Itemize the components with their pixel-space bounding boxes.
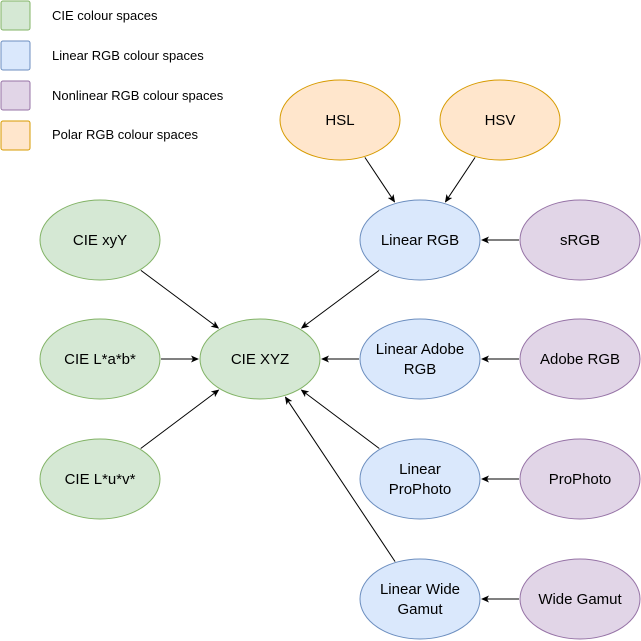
node-label-line: Linear Adobe	[376, 341, 464, 358]
edges	[140, 157, 519, 603]
legend: CIE colour spaces Linear RGB colour spac…	[0, 0, 224, 151]
legend-item-nonlinear: Nonlinear RGB colour spaces	[0, 80, 224, 111]
edge-hsv-to-linear-rgb	[444, 157, 476, 203]
node-label-line: Wide Gamut	[538, 591, 622, 608]
node-label-line: HSL	[325, 112, 354, 129]
node-cie-xyy-shape	[39, 199, 161, 281]
edge-linear-rgb-to-cie-xyz	[300, 269, 380, 329]
legend-swatch-polar	[0, 120, 31, 151]
legend-swatch-cie	[0, 0, 31, 31]
node-linear-rgb-shape	[359, 199, 481, 281]
node-adobe-rgb-label: Adobe RGB	[540, 351, 620, 368]
node-adobe-rgb: Adobe RGB	[519, 318, 641, 400]
node-linear-wide-gamut-shape	[359, 558, 481, 640]
edge-linear-prophoto-to-cie-xyz	[300, 389, 380, 449]
node-cie-xyz-shape	[199, 318, 321, 400]
node-wide-gamut: Wide Gamut	[519, 558, 641, 640]
node-label-line: Gamut	[397, 601, 443, 618]
legend-item-linear: Linear RGB colour spaces	[0, 40, 204, 71]
node-label-line: CIE xyY	[73, 232, 127, 249]
node-wide-gamut-label: Wide Gamut	[538, 591, 622, 608]
node-label-line: ProPhoto	[549, 471, 612, 488]
node-srgb: sRGB	[519, 199, 641, 281]
legend-swatch-nonlinear	[0, 80, 31, 111]
node-cie-lab-shape	[39, 318, 161, 400]
node-linear-prophoto-shape	[359, 438, 481, 520]
edge-cie-luv-to-cie-xyz	[140, 389, 220, 449]
node-hsv: HSV	[439, 79, 561, 161]
legend-item-cie: CIE colour spaces	[0, 0, 158, 31]
node-label-line: HSV	[485, 112, 516, 129]
legend-label-cie: CIE colour spaces	[52, 8, 158, 23]
node-label-line: Adobe RGB	[540, 351, 620, 368]
node-hsv-shape	[439, 79, 561, 161]
node-srgb-label: sRGB	[560, 232, 600, 249]
node-cie-xyz: CIE XYZ	[199, 318, 321, 400]
node-cie-xyy: CIE xyY	[39, 199, 161, 281]
node-hsl-shape	[279, 79, 401, 161]
node-label-line: Linear Wide	[380, 581, 460, 598]
legend-label-nonlinear: Nonlinear RGB colour spaces	[52, 88, 224, 103]
node-hsl: HSL	[279, 79, 401, 161]
node-prophoto-label: ProPhoto	[549, 471, 612, 488]
legend-label-polar: Polar RGB colour spaces	[52, 127, 198, 142]
node-label-line: ProPhoto	[389, 481, 452, 498]
node-linear-adobe-rgb-shape	[359, 318, 481, 400]
node-cie-lab: CIE L*a*b*	[39, 318, 161, 400]
node-prophoto-shape	[519, 438, 641, 520]
node-cie-xyz-label: CIE XYZ	[231, 351, 289, 368]
node-label-line: Linear RGB	[381, 232, 459, 249]
node-cie-luv: CIE L*u*v*	[39, 438, 161, 520]
node-label-line: sRGB	[560, 232, 600, 249]
node-hsl-label: HSL	[325, 112, 354, 129]
node-linear-rgb-label: Linear RGB	[381, 232, 459, 249]
node-linear-rgb: Linear RGB	[359, 199, 481, 281]
legend-item-polar: Polar RGB colour spaces	[0, 120, 198, 151]
node-cie-lab-label: CIE L*a*b*	[64, 351, 136, 368]
node-adobe-rgb-shape	[519, 318, 641, 400]
edge-cie-xyy-to-cie-xyz	[140, 269, 220, 329]
node-cie-xyy-label: CIE xyY	[73, 232, 127, 249]
node-label-line: CIE L*u*v*	[65, 471, 136, 488]
node-cie-luv-label: CIE L*u*v*	[65, 471, 136, 488]
legend-swatch-linear	[0, 40, 31, 71]
edge-linear-wide-to-cie-xyz	[284, 396, 396, 562]
node-hsv-label: HSV	[485, 112, 516, 129]
legend-label-linear: Linear RGB colour spaces	[52, 48, 204, 63]
edge-hsl-to-linear-rgb	[364, 157, 396, 203]
node-label-line: CIE L*a*b*	[64, 351, 136, 368]
node-cie-luv-shape	[39, 438, 161, 520]
node-label-line: CIE XYZ	[231, 351, 289, 368]
node-label-line: RGB	[404, 361, 437, 378]
nodes: HSL HSV CIE xyY CIE L*a*b* CIE L*u*v* CI…	[39, 79, 641, 640]
node-prophoto: ProPhoto	[519, 438, 641, 520]
node-wide-gamut-shape	[519, 558, 641, 640]
node-label-line: Linear	[399, 461, 441, 478]
node-srgb-shape	[519, 199, 641, 281]
